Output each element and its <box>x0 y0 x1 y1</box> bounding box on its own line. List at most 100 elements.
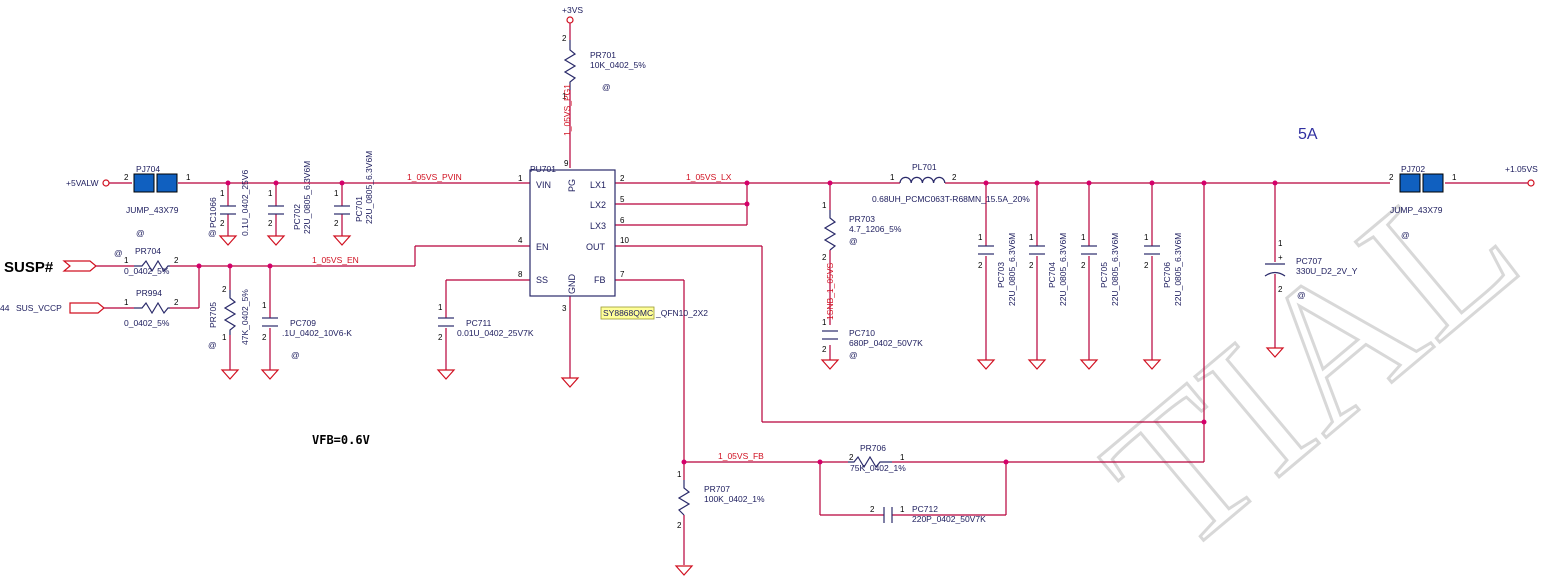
rail-5valw: +5VALW <box>66 178 110 188</box>
pc710-value: 680P_0402_50V7K <box>849 338 923 348</box>
pl701-pin-a: 1 <box>890 173 895 182</box>
pc702-pin-a: 1 <box>268 189 273 198</box>
junction <box>339 180 345 186</box>
pc1066-pin-b: 2 <box>220 219 225 228</box>
pc701-pin-b: 2 <box>334 219 339 228</box>
pc706-pin-a: 1 <box>1144 233 1149 242</box>
net-fb: 1_05VS_FB <box>718 451 764 461</box>
pl701-value: 0.68UH_PCMC063T-R68MN_15.5A_20% <box>872 194 1030 204</box>
pc707-pin-a: 1 <box>1278 239 1283 248</box>
pr703-pin-a: 1 <box>822 201 827 210</box>
ground-icon <box>1142 359 1162 370</box>
cap-pc710: 1 2 PC710 680P_0402_50V7K @ <box>822 318 923 360</box>
junction <box>1086 180 1092 186</box>
junctions <box>196 180 1278 465</box>
ic-pin-pg: PG <box>567 179 577 192</box>
rail-3vs: +3VS <box>562 5 583 24</box>
pc712-ref: PC712 <box>912 504 938 514</box>
ground-icon <box>436 369 456 380</box>
pc1066-pin-a: 1 <box>220 189 225 198</box>
ic-pin-fb: FB <box>594 275 606 285</box>
pc703-pin-a: 1 <box>978 233 983 242</box>
pc709-pin-b: 2 <box>262 333 267 342</box>
ic-pin-lx1: LX1 <box>590 180 606 190</box>
ground-icon <box>220 369 240 380</box>
res-pr706: 2 1 PR706 75K_0402_1% <box>848 443 906 473</box>
pc701-value: 22U_0805_6.3V6M <box>364 151 374 224</box>
ic-pnum-lx2: 5 <box>620 195 625 204</box>
ic-pin-lx2: LX2 <box>590 200 606 210</box>
pr705-ref: PR705 <box>208 302 218 328</box>
pr701-pin-a: 2 <box>562 34 567 43</box>
ic-pin-ss: SS <box>536 275 548 285</box>
watermark: TIAL <box>1066 132 1551 584</box>
pc702-pin-b: 2 <box>268 219 273 228</box>
junction <box>1201 419 1207 425</box>
pc704-pin-b: 2 <box>1029 261 1034 270</box>
ic-pnum-gnd: 3 <box>562 304 567 313</box>
pr704-value: 0_0402_5% <box>124 266 170 276</box>
pl701-pin-b: 2 <box>952 173 957 182</box>
net-pvin: 1_05VS_PVIN <box>407 172 462 182</box>
net-pg: 1_05VS_PG1 <box>562 84 572 136</box>
pr701-pin-b: 1 <box>562 92 567 101</box>
pj702-pin-a: 2 <box>1389 173 1394 182</box>
pc710-pin-a: 1 <box>822 318 827 327</box>
res-pr707: 1 2 PR707 100K_0402_1% <box>677 470 765 530</box>
pr707-value: 100K_0402_1% <box>704 494 765 504</box>
ic-pin-vin: VIN <box>536 180 551 190</box>
pc709-at: @ <box>291 350 300 360</box>
ic-package: _QFN10_2X2 <box>655 308 708 318</box>
ground-icon <box>1265 347 1285 358</box>
res-pr705: 2 1 PR705 47K_0402_5% @ <box>208 285 250 350</box>
junction <box>273 180 279 186</box>
pc704-ref: PC704 <box>1047 262 1057 288</box>
inductor-pl701: 1 2 PL701 0.68UH_PCMC063T-R68MN_15.5A_20… <box>872 162 1030 204</box>
ic-pin-lx3: LX3 <box>590 221 606 231</box>
port-susp: SUSP# <box>4 259 97 276</box>
cap-pc709: 1 2 PC709 .1U_0402_10V6-K @ <box>262 301 352 360</box>
ic-pnum-lx1: 2 <box>620 174 625 183</box>
ground-icon <box>1079 359 1099 370</box>
junction <box>817 459 823 465</box>
junction <box>827 180 833 186</box>
pr701-value: 10K_0402_5% <box>590 60 646 70</box>
junction <box>227 263 233 269</box>
vfb-note: VFB=0.6V <box>312 433 370 447</box>
ic-part-number: SY8868QMC <box>603 308 653 318</box>
ground-icon <box>976 359 996 370</box>
junction <box>744 201 750 207</box>
rail-5valw-label: +5VALW <box>66 178 99 188</box>
ground-icon <box>266 235 286 246</box>
pr705-value: 47K_0402_5% <box>240 289 250 345</box>
ground-icon <box>820 359 840 370</box>
wires <box>96 20 1528 565</box>
pc709-ref: PC709 <box>290 318 316 328</box>
pr994-ref: PR994 <box>136 288 162 298</box>
rail-1v05: +1.05VS <box>1505 164 1538 187</box>
junction <box>1003 459 1009 465</box>
port-sus-vccp-prefix: 44 <box>0 303 10 313</box>
pc709-pin-a: 1 <box>262 301 267 310</box>
ic-pin-en: EN <box>536 242 549 252</box>
pc702-ref: PC702 <box>292 204 302 230</box>
pr704-pin-a: 1 <box>124 256 129 265</box>
junction <box>196 263 202 269</box>
pc1066-ref: PC1066 <box>208 197 218 228</box>
pc705-pin-a: 1 <box>1081 233 1086 242</box>
junction <box>225 180 231 186</box>
ic-pin-gnd: GND <box>567 274 577 295</box>
pc712-pin-b: 1 <box>900 505 905 514</box>
cap-pc712: 2 1 PC712 220P_0402_50V7K <box>870 504 986 524</box>
pc707-ref: PC707 <box>1296 256 1322 266</box>
pr706-pin-b: 1 <box>900 453 905 462</box>
pc706-ref: PC706 <box>1162 262 1172 288</box>
pr704-ref: PR704 <box>135 246 161 256</box>
pr706-pin-a: 2 <box>849 453 854 462</box>
pc703-value: 22U_0805_6.3V6M <box>1007 233 1017 306</box>
pc711-value: 0.01U_0402_25V7K <box>457 328 534 338</box>
ic-pnum-fb: 7 <box>620 270 625 279</box>
pr705-pin-a: 2 <box>222 285 227 294</box>
cap-pc702: 1 2 PC702 22U_0805_6.3V6M <box>268 161 312 234</box>
